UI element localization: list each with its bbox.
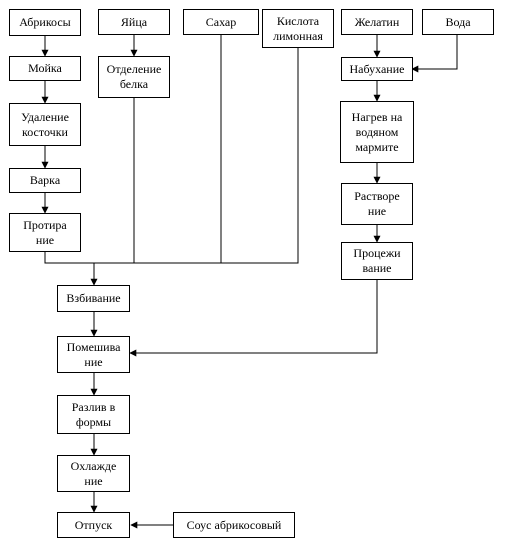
node-stirring: Помешива ние (57, 336, 130, 373)
node-water-bath-heating: Нагрев на водяном мармите (340, 101, 414, 163)
node-dissolving: Растворе ние (341, 183, 413, 225)
arrow-straining-stirring (129, 280, 378, 357)
node-label: Кислота лимонная (273, 13, 323, 43)
node-sugar: Сахар (183, 9, 259, 35)
node-pouring-into-molds: Разлив в формы (57, 395, 130, 434)
node-pit-removal: Удаление косточки (9, 103, 81, 146)
node-label: Взбивание (66, 291, 121, 305)
node-label: Помешива ние (66, 339, 121, 369)
node-boiling: Варка (9, 168, 81, 193)
node-egg-white-separation: Отделение белка (98, 56, 170, 98)
node-serving: Отпуск (57, 512, 130, 538)
node-label: Удаление косточки (21, 109, 69, 139)
node-label: Отпуск (74, 517, 113, 532)
node-straining: Процежи вание (341, 242, 413, 280)
merge-line (44, 35, 299, 264)
node-swelling: Набухание (341, 57, 413, 81)
node-apricot-sauce: Соус абрикосовый (173, 512, 295, 538)
node-apricots: Абрикосы (9, 9, 81, 36)
node-label: Соус абрикосовый (186, 517, 282, 532)
node-label: Абрикосы (19, 15, 71, 29)
node-gelatin: Желатин (341, 9, 413, 35)
node-label: Варка (29, 173, 61, 187)
node-rubbing: Протира ние (9, 213, 81, 252)
node-whipping: Взбивание (57, 285, 130, 312)
node-label: Желатин (354, 14, 400, 29)
arrow-water-swelling (411, 35, 458, 73)
node-cooling: Охлажде ние (57, 455, 130, 492)
node-label: Растворе ние (354, 189, 400, 218)
node-label: Вода (445, 14, 471, 29)
node-water: Вода (422, 9, 494, 35)
node-label: Охлажде ние (70, 458, 117, 488)
node-label: Отделение белка (106, 62, 162, 91)
node-label: Протира ние (23, 217, 67, 247)
node-label: Мойка (28, 61, 62, 75)
node-citric-acid: Кислота лимонная (262, 9, 334, 48)
node-label: Процежи вание (353, 246, 401, 275)
node-label: Разлив в формы (71, 399, 116, 429)
node-label: Набухание (349, 61, 405, 76)
node-label: Сахар (205, 14, 237, 29)
node-label: Яйца (120, 14, 148, 29)
node-washing: Мойка (9, 56, 81, 81)
node-eggs: Яйца (98, 9, 170, 35)
node-label: Нагрев на водяном мармите (351, 109, 403, 154)
